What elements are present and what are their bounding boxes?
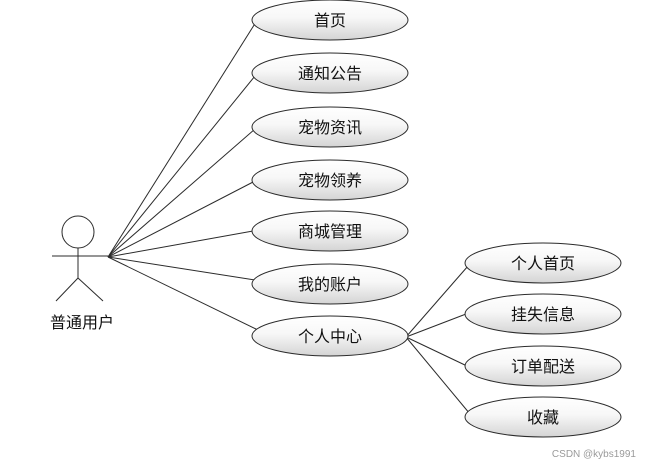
use-case-personal-center[interactable]: 个人中心 — [251, 315, 409, 357]
use-case-lost-info-label: 挂失信息 — [511, 305, 575, 324]
use-case-personal-center-label: 个人中心 — [298, 327, 362, 346]
use-case-lost-info[interactable]: 挂失信息 — [464, 293, 622, 335]
use-case-lost-info-ellipse — [464, 293, 622, 335]
use-case-favorites[interactable]: 收藏 — [464, 396, 622, 438]
use-case-favorites-ellipse — [464, 396, 622, 438]
use-case-favorites-label: 收藏 — [527, 408, 559, 427]
use-case-pet-adopt-label: 宠物领养 — [298, 171, 362, 190]
assoc-home — [107, 21, 257, 258]
use-case-personal-home-label: 个人首页 — [511, 254, 575, 273]
use-case-home-ellipse — [251, 0, 409, 41]
use-case-order-delivery[interactable]: 订单配送 — [464, 345, 622, 387]
assoc-lost-info — [405, 313, 467, 338]
assoc-notice — [107, 75, 256, 258]
use-case-mall-manage-label: 商城管理 — [298, 222, 362, 241]
use-case-pet-info-label: 宠物资讯 — [298, 118, 362, 137]
assoc-pet-info — [107, 128, 256, 258]
actor-left-leg — [55, 277, 79, 302]
actor-label: 普通用户 — [50, 313, 114, 332]
assoc-mall-manage — [107, 230, 254, 258]
actor-associations — [107, 21, 259, 331]
use-case-personal-home[interactable]: 个人首页 — [464, 242, 622, 284]
use-case-mall-manage-ellipse — [251, 210, 409, 252]
assoc-my-account — [107, 256, 256, 281]
assoc-pet-adopt — [107, 180, 256, 258]
use-case-personal-center-ellipse — [251, 315, 409, 357]
actor-head — [61, 215, 95, 249]
assoc-personal-home — [405, 265, 469, 338]
use-case-my-account-label: 我的账户 — [298, 275, 362, 294]
use-case-personal-home-ellipse — [464, 242, 622, 284]
use-case-pet-info[interactable]: 宠物资讯 — [251, 106, 409, 148]
use-case-pet-info-ellipse — [251, 106, 409, 148]
use-case-home-label: 首页 — [314, 11, 346, 30]
use-case-my-account-ellipse — [251, 263, 409, 305]
use-case-pet-adopt[interactable]: 宠物领养 — [251, 159, 409, 201]
use-case-order-delivery-label: 订单配送 — [511, 357, 575, 376]
assoc-personal-center — [107, 256, 259, 331]
use-case-mall-manage[interactable]: 商城管理 — [251, 210, 409, 252]
use-case-notice-ellipse — [251, 52, 409, 94]
use-case-my-account[interactable]: 我的账户 — [251, 263, 409, 305]
use-case-order-delivery-ellipse — [464, 345, 622, 387]
center-associations — [405, 265, 471, 415]
use-case-notice-label: 通知公告 — [298, 64, 362, 83]
use-case-home[interactable]: 首页 — [251, 0, 409, 41]
assoc-favorites — [405, 336, 471, 415]
watermark: CSDN @kybs1991 — [552, 449, 637, 460]
use-case-notice[interactable]: 通知公告 — [251, 52, 409, 94]
use-case-pet-adopt-ellipse — [251, 159, 409, 201]
assoc-order-delivery — [405, 336, 468, 367]
actor — [52, 215, 108, 302]
actor-right-leg — [77, 277, 104, 302]
